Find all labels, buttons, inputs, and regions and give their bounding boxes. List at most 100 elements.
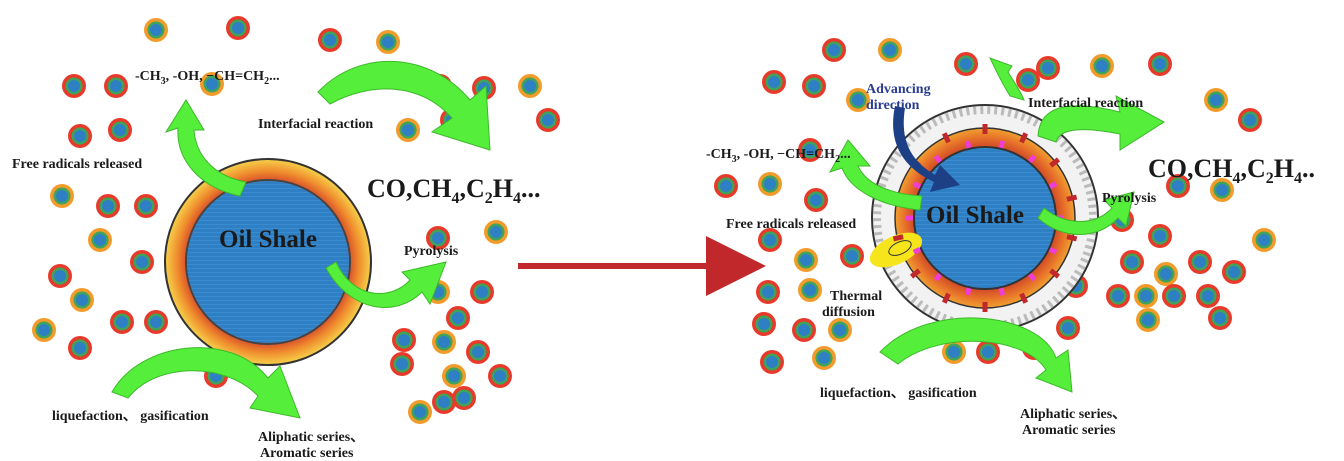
molecule <box>376 30 400 54</box>
molecule <box>144 18 168 42</box>
molecule <box>1148 52 1172 76</box>
molecule <box>1208 306 1232 330</box>
left-interfacial-label: Interfacial reaction <box>258 117 373 132</box>
molecule <box>804 188 828 212</box>
left-inner-border <box>185 179 351 345</box>
molecule <box>760 350 784 374</box>
molecule <box>426 226 450 250</box>
molecule <box>1252 228 1276 252</box>
molecule <box>802 74 826 98</box>
left-liquefaction-label: liquefaction、 gasification <box>52 409 209 424</box>
molecule <box>1196 284 1220 308</box>
molecule <box>1136 308 1160 332</box>
pink-marker <box>1048 181 1058 190</box>
right-arrow-pyrolysis <box>1037 191 1135 235</box>
right-particle: Oil Shale <box>869 104 1099 332</box>
pink-marker <box>964 287 972 296</box>
pink-marker <box>998 287 1006 296</box>
molecule <box>840 244 864 268</box>
molecule <box>70 288 94 312</box>
left-pyrolysis-label: Pyrolysis <box>404 244 459 259</box>
molecule <box>396 118 420 142</box>
molecule <box>758 172 782 196</box>
molecule <box>798 138 822 162</box>
molecule <box>878 38 902 62</box>
red-marker <box>1049 268 1061 279</box>
molecule <box>828 318 852 342</box>
molecule <box>452 386 476 410</box>
molecule <box>792 318 816 342</box>
molecule <box>130 250 154 274</box>
molecule <box>1148 224 1172 248</box>
molecule <box>812 346 836 370</box>
molecule <box>1238 108 1262 132</box>
pink-marker <box>1027 154 1037 164</box>
right-core-label: Oil Shale <box>926 202 1024 229</box>
molecule <box>762 70 786 94</box>
left-arrow-interfacial <box>317 61 491 151</box>
right-thermal-label-1: Thermal <box>830 289 882 304</box>
right-thermal-label-2: diffusion <box>822 305 875 320</box>
right-arrow-free-radicals <box>828 139 923 211</box>
pink-marker <box>964 140 972 149</box>
molecule <box>756 280 780 304</box>
left-free-radicals-label: Free radicals released <box>12 157 142 172</box>
molecule <box>134 194 158 218</box>
molecule <box>144 310 168 334</box>
advancing-direction-arrow <box>893 106 960 192</box>
left-aromatic-label: Aromatic series <box>260 446 354 461</box>
pink-marker <box>1027 272 1037 282</box>
right-free-radicals-label: Free radicals released <box>726 217 856 232</box>
pink-marker <box>912 181 922 190</box>
molecule <box>752 312 776 336</box>
molecule <box>446 306 470 330</box>
molecule <box>518 74 542 98</box>
left-gases-label: CO,CH4,C2H4... <box>367 174 541 207</box>
left-core-label: Oil Shale <box>219 226 317 253</box>
right-arrow-liquefaction <box>879 317 1073 393</box>
molecule <box>88 228 112 252</box>
molecule <box>50 184 74 208</box>
molecule <box>432 390 456 414</box>
molecule <box>1090 54 1114 78</box>
molecule <box>1188 250 1212 274</box>
left-arrow-liquefaction <box>111 347 301 419</box>
red-marker <box>1019 292 1029 304</box>
molecule <box>1162 284 1186 308</box>
red-marker <box>1019 132 1029 144</box>
left-arrow-free-radicals <box>164 99 247 197</box>
pink-marker <box>1048 246 1058 255</box>
molecule <box>1016 68 1040 92</box>
molecule <box>484 220 508 244</box>
pink-marker <box>998 140 1006 149</box>
pink-marker <box>933 272 943 282</box>
molecule <box>442 364 466 388</box>
right-gases-label: CO,CH4,C2H4.. <box>1148 154 1315 187</box>
molecule <box>1036 56 1060 80</box>
molecule <box>470 280 494 304</box>
left-particle: Oil Shale <box>164 158 372 366</box>
red-marker <box>941 292 951 304</box>
molecule <box>1106 284 1130 308</box>
molecule <box>1056 316 1080 340</box>
molecule <box>1166 174 1190 198</box>
molecule <box>1204 88 1228 112</box>
molecule <box>392 328 416 352</box>
molecule <box>32 318 56 342</box>
left-aliphatic-label: Aliphatic series、 <box>258 430 364 445</box>
thermal-diffusion-spot-inner <box>888 240 912 256</box>
left-arrow-pyrolysis <box>325 261 447 308</box>
molecule <box>1134 284 1158 308</box>
right-aliphatic-label: Aliphatic series、 <box>1020 407 1126 422</box>
right-advancing-label-2: direction <box>866 98 920 113</box>
red-marker <box>1066 234 1078 242</box>
molecule <box>48 264 72 288</box>
molecule <box>942 340 966 364</box>
left-functional-groups: -CH3, -OH, −CH=CH2... <box>135 69 280 87</box>
molecule <box>318 28 342 52</box>
right-pyrolysis-label: Pyrolysis <box>1102 191 1157 206</box>
molecule <box>432 330 456 354</box>
molecule <box>200 72 224 96</box>
left-oil-shale-core <box>187 181 349 343</box>
